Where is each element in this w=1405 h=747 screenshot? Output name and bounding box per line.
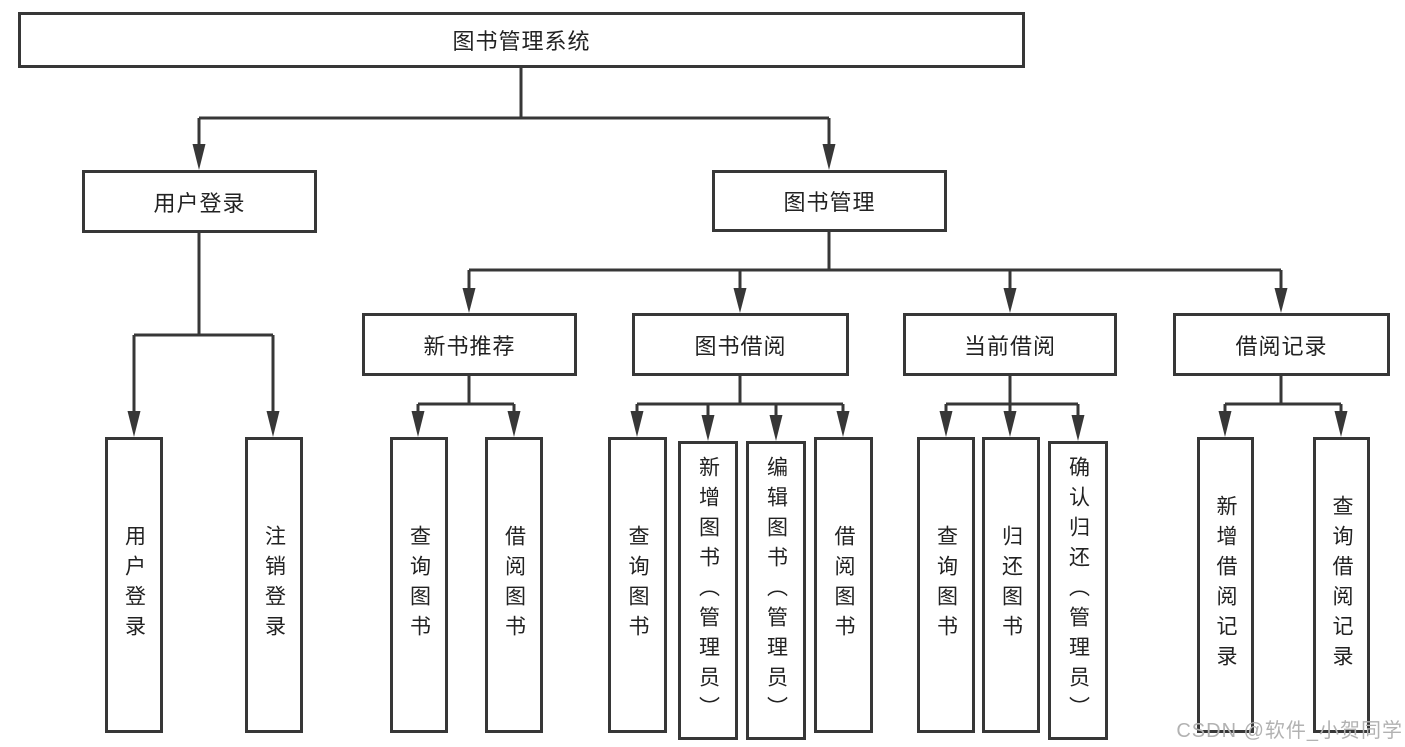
watermark: CSDN @软件_小贺同学 [1176,720,1403,742]
leaf-query-books-borrow: 查询图书 [608,437,667,733]
node-user-login: 用户登录 [82,170,317,233]
leaf-confirm-return-admin-label: 确认归还（管理员） [1066,455,1090,726]
node-borrow-records-label: 借阅记录 [1235,333,1328,359]
node-user-login-label: 用户登录 [153,190,246,216]
leaf-borrow-books-borrow-label: 借阅图书 [832,525,855,645]
node-book-management: 图书管理 [712,170,947,232]
leaf-return-book: 归还图书 [982,437,1040,733]
leaf-edit-book-admin: 编辑图书（管理员） [746,441,806,740]
leaf-borrow-books-borrow: 借阅图书 [814,437,873,733]
leaf-query-books-recommend-label: 查询图书 [407,525,431,645]
node-current-borrow: 当前借阅 [903,313,1117,376]
wire-root [197,68,831,147]
node-root: 图书管理系统 [18,12,1025,68]
node-root-label: 图书管理系统 [452,29,591,54]
wire-book-mgmt [467,232,1283,290]
leaf-return-book-label: 归还图书 [999,525,1023,645]
leaf-query-books-recommend: 查询图书 [390,437,448,733]
leaf-query-borrow-record: 查询借阅记录 [1313,437,1370,733]
node-current-borrow-label: 当前借阅 [963,333,1056,359]
leaf-query-borrow-record-label: 查询借阅记录 [1330,495,1353,675]
leaf-query-books-borrow-label: 查询图书 [626,525,649,645]
node-new-book-recommend-label: 新书推荐 [423,333,516,359]
wire-borrow-record [1223,376,1343,414]
leaf-user-login-label: 用户登录 [122,525,146,645]
leaf-confirm-return-admin: 确认归还（管理员） [1048,441,1108,740]
wire-current-borrow [944,376,1080,418]
leaf-borrow-books-recommend: 借阅图书 [485,437,543,733]
node-new-book-recommend: 新书推荐 [362,313,577,376]
leaf-user-login: 用户登录 [105,437,163,733]
leaf-query-books-current: 查询图书 [917,437,975,733]
node-borrow-records: 借阅记录 [1173,313,1390,376]
leaf-add-borrow-record: 新增借阅记录 [1197,437,1254,733]
node-book-borrow: 图书借阅 [632,313,849,376]
leaf-add-book-admin: 新增图书（管理员） [678,441,738,740]
leaf-add-borrow-record-label: 新增借阅记录 [1214,495,1237,675]
leaf-borrow-books-recommend-label: 借阅图书 [502,525,526,645]
wire-new-book [416,376,516,414]
node-book-borrow-label: 图书借阅 [694,333,787,359]
wire-book-borrow [635,376,845,418]
node-book-management-label: 图书管理 [783,190,876,215]
leaf-add-book-admin-label: 新增图书（管理员） [696,455,720,726]
leaf-edit-book-admin-label: 编辑图书（管理员） [764,455,788,726]
leaf-logout: 注销登录 [245,437,303,733]
wire-user-login [132,233,275,414]
leaf-logout-label: 注销登录 [262,525,286,645]
leaf-query-books-current-label: 查询图书 [934,525,958,645]
